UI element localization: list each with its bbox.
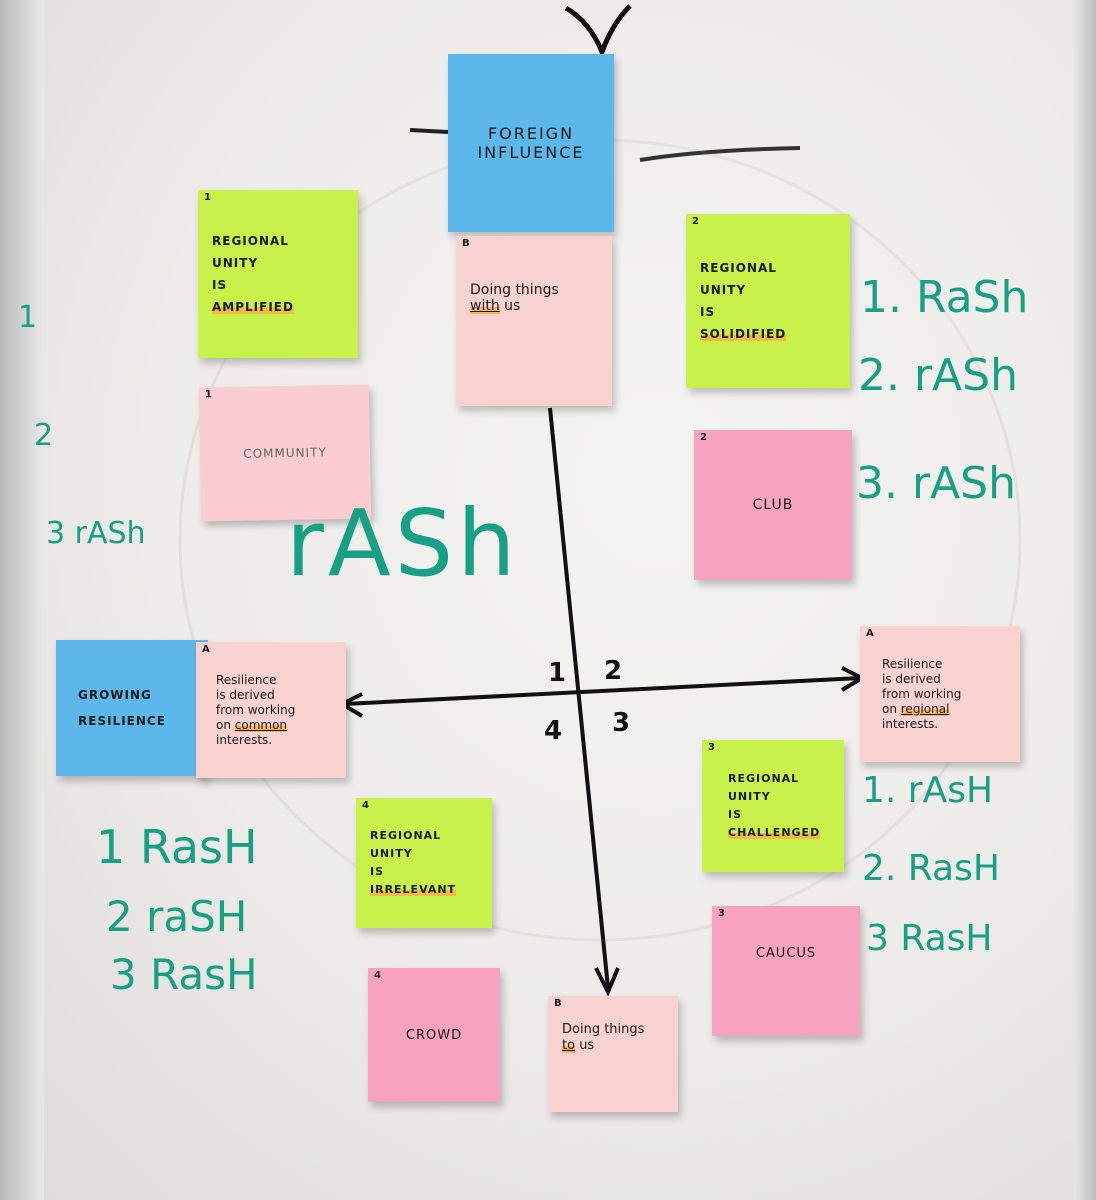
- note-label: CAUCUS: [755, 946, 817, 961]
- note-keyword: IRRELEVANT: [370, 883, 457, 896]
- sticky-regional-unity-challenged: 3 REGIONAL UNITY IS CHALLENGED: [702, 740, 844, 872]
- note-line: on: [216, 717, 235, 732]
- marker-right-1: 1. RaSh: [860, 272, 1029, 323]
- marker-right-bottom-2: 2. RasH: [862, 848, 1000, 889]
- marker-left-2: 2: [34, 418, 54, 453]
- note-line: interests.: [216, 732, 273, 747]
- quadrant-2-label: 2: [604, 656, 623, 686]
- note-line: is derived: [216, 687, 275, 702]
- note-line: UNITY: [212, 256, 259, 270]
- sticky-crowd: 4 CROWD: [368, 968, 500, 1102]
- whiteboard-frame-left: [0, 0, 44, 1200]
- quadrant-1-label: 1: [548, 658, 567, 688]
- note-number: A: [202, 644, 210, 655]
- note-keyword: CHALLENGED: [728, 826, 821, 839]
- marker-left-bottom-2: 2 raSH: [106, 892, 248, 941]
- sticky-regional-unity-irrelevant: 4 REGIONAL UNITY IS IRRELEVANT: [356, 798, 492, 928]
- note-number: 3: [708, 742, 715, 753]
- marker-right-bottom-1: 1. rAsH: [862, 770, 994, 811]
- note-line: on: [882, 701, 901, 716]
- marker-left-bottom-3: 3 RasH: [110, 950, 258, 999]
- note-line: us: [575, 1038, 595, 1053]
- quadrant-3-label: 3: [612, 708, 631, 738]
- sticky-growing-resilience: GROWING RESILIENCE: [56, 640, 208, 776]
- note-line: IS: [728, 808, 743, 821]
- note-line: Resilience: [216, 672, 277, 687]
- top-fork-mark: [564, 4, 632, 60]
- note-number: 2: [692, 216, 699, 227]
- note-line: Resilience: [882, 656, 943, 671]
- note-line: REGIONAL: [728, 772, 800, 785]
- note-line: REGIONAL: [700, 261, 777, 275]
- note-keyword: common: [234, 717, 288, 732]
- sticky-doing-things-to-us: B Doing things to us: [548, 996, 678, 1112]
- quadrant-4-label: 4: [544, 716, 563, 746]
- note-line: us: [499, 298, 521, 314]
- note-line: Doing things: [562, 1022, 645, 1037]
- note-keyword: regional: [900, 701, 950, 716]
- note-keyword: SOLIDIFIED: [700, 327, 787, 341]
- note-line: REGIONAL: [370, 829, 442, 842]
- note-number: 4: [362, 800, 369, 811]
- note-line: IS: [212, 278, 228, 292]
- sticky-regional-unity-solidified: 2 REGIONAL UNITY IS SOLIDIFIED: [686, 214, 850, 388]
- note-label: CLUB: [752, 497, 794, 513]
- note-label: GROWING RESILIENCE: [78, 688, 166, 728]
- note-keyword: with: [470, 298, 500, 314]
- whiteboard-frame-right: [1074, 0, 1096, 1200]
- sticky-doing-things-with-us: B Doing things with us: [456, 236, 612, 406]
- marker-big-rash: rASh: [286, 490, 520, 597]
- marker-left-3: 3 rASh: [46, 516, 146, 551]
- marker-left-bottom-1: 1 RasH: [96, 820, 258, 874]
- sticky-foreign-influence: FOREIGN INFLUENCE: [448, 54, 614, 232]
- note-number: 3: [718, 908, 725, 919]
- vertical-axis-arrowhead: [594, 967, 620, 997]
- note-line: UNITY: [370, 847, 413, 860]
- note-number: 1: [204, 192, 211, 203]
- note-number: A: [866, 628, 874, 639]
- sticky-resilience-regional-interests: A Resilience is derived from working on …: [860, 626, 1020, 762]
- marker-right-bottom-3: 3 RasH: [866, 918, 993, 959]
- note-line: interests.: [882, 716, 939, 731]
- note-line: REGIONAL: [212, 234, 289, 248]
- sticky-resilience-common-interests: A Resilience is derived from working on …: [196, 642, 346, 778]
- note-line: IS: [370, 865, 385, 878]
- note-line: is derived: [882, 671, 941, 686]
- note-keyword: to: [562, 1038, 576, 1053]
- note-line: UNITY: [728, 790, 771, 803]
- horizontal-axis: [343, 676, 861, 706]
- vertical-axis: [548, 407, 610, 989]
- note-number: B: [462, 238, 470, 249]
- marker-left-1: 1: [18, 300, 38, 335]
- note-line: Doing things: [470, 282, 559, 298]
- sticky-regional-unity-amplified: 1 REGIONAL UNITY IS AMPLIFIED: [198, 190, 358, 358]
- marker-right-3: 3. rASh: [856, 458, 1016, 509]
- note-line: from working: [882, 686, 962, 701]
- note-line: IS: [700, 305, 716, 319]
- note-number: 2: [700, 432, 707, 443]
- faint-scribble-right: [639, 146, 801, 162]
- note-label: FOREIGN INFLUENCE: [477, 124, 585, 162]
- note-keyword: AMPLIFIED: [212, 300, 294, 314]
- note-line: UNITY: [700, 283, 747, 297]
- note-label: CROWD: [405, 1027, 463, 1043]
- marker-right-2: 2. rASh: [858, 350, 1018, 401]
- note-number: B: [554, 998, 562, 1009]
- faint-scribble: [409, 128, 449, 134]
- note-number: 4: [374, 970, 381, 981]
- sticky-club: 2 CLUB: [694, 430, 852, 580]
- sticky-caucus: 3 CAUCUS: [712, 906, 860, 1036]
- note-line: from working: [216, 702, 296, 717]
